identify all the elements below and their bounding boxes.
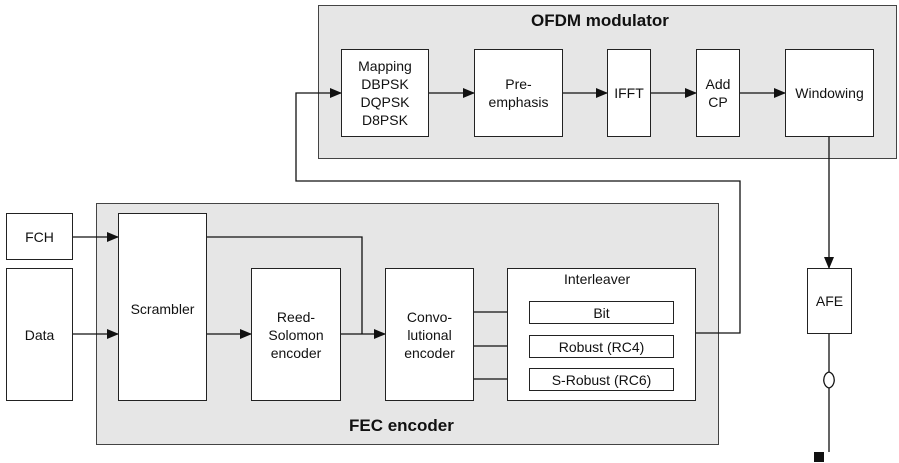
fch-input-block: FCH	[6, 213, 73, 260]
ofdm-modulator-title: OFDM modulator	[531, 11, 669, 30]
interleaver-robust-block: Robust (RC4)	[529, 335, 674, 358]
interleaver-srobust-block: S-Robust (RC6)	[529, 368, 674, 391]
ifft-block: IFFT	[607, 49, 651, 137]
scrambler-block: Scrambler	[118, 213, 207, 401]
mapping-block: Mapping DBPSK DQPSK D8PSK	[341, 49, 429, 137]
addcp-block: Add CP	[696, 49, 740, 137]
afe-output-line	[823, 334, 835, 452]
interleaver-to-mapping-line	[295, 88, 741, 334]
reed-solomon-block: Reed- Solomon encoder	[251, 268, 341, 401]
convolutional-block: Convo- lutional encoder	[385, 268, 474, 401]
scrambler-bypass-line	[207, 236, 363, 334]
line-terminal	[814, 452, 824, 462]
interleaver-bit-block: Bit	[529, 301, 674, 324]
preemphasis-block: Pre- emphasis	[474, 49, 563, 137]
data-input-block: Data	[6, 268, 73, 401]
fec-encoder-title: FEC encoder	[349, 416, 454, 435]
windowing-block: Windowing	[785, 49, 874, 137]
interleaver-title: Interleaver	[564, 271, 631, 287]
afe-block: AFE	[807, 268, 852, 334]
